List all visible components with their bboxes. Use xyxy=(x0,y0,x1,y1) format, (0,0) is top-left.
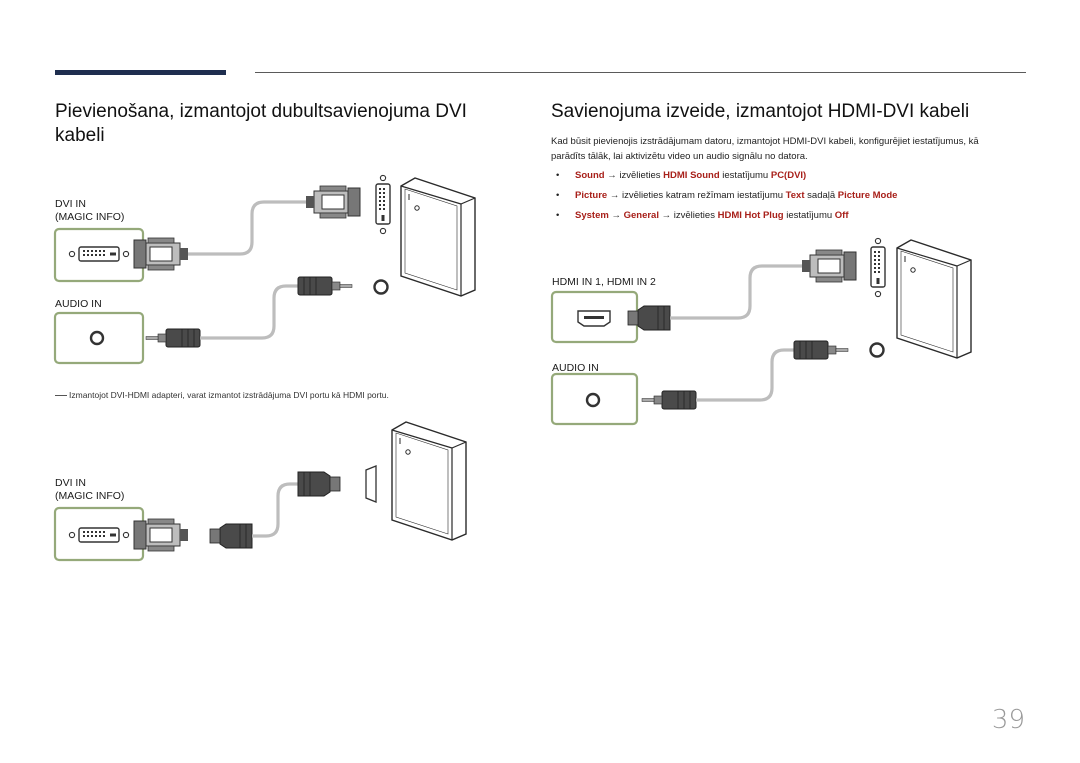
fig1-pc-dvi-port-icon xyxy=(375,174,391,235)
fig1-pc-tower-icon xyxy=(400,177,476,297)
fig1-dvi-plug-pc-icon xyxy=(305,185,361,219)
left-heading: Pievienošana, izmantojot dubultsavienoju… xyxy=(55,101,467,146)
fig3-audio-plug-icon xyxy=(641,390,697,410)
fig2-hdmi-cable xyxy=(252,482,298,538)
list-item: •Picture → izvēlieties katram režīmam ie… xyxy=(556,190,898,201)
fig1-audio-plug-pc-icon xyxy=(297,276,353,296)
fig1-dvi-plug-icon xyxy=(133,237,189,271)
fig1-audio-label: AUDIO IN xyxy=(55,298,102,310)
settings-list: •Sound → izvēlieties HDMI Sound iestatīj… xyxy=(556,168,897,228)
header-accent-bar xyxy=(55,70,226,75)
fig3-audio-plug-pc-icon xyxy=(793,340,849,360)
fig3-hdmi-dvi-cable xyxy=(670,264,810,320)
fig1-audio-plug-icon xyxy=(145,328,201,348)
fig3-hdmi-label: HDMI IN 1, HDMI IN 2 xyxy=(552,276,656,288)
fig3-pc-audio-jack-icon xyxy=(869,342,885,358)
fig3-audio-jack-icon xyxy=(585,392,601,408)
page-number: 39 xyxy=(991,705,1025,735)
fig3-pc-tower-icon xyxy=(896,239,972,359)
fig2-dvi-label: DVI IN (MAGIC INFO) xyxy=(55,477,125,502)
note-dash xyxy=(55,395,67,397)
fig2-hdmi-plug-pc-icon xyxy=(297,471,341,497)
fig3-dvi-plug-pc-icon xyxy=(801,249,857,283)
header-rule xyxy=(255,72,1026,73)
fig2-pc-hdmi-port-icon xyxy=(365,465,377,503)
fig3-audio-panel xyxy=(550,372,639,426)
fig3-audio-label: AUDIO IN xyxy=(552,362,599,374)
fig1-dvi-label: DVI IN (MAGIC INFO) xyxy=(55,198,125,223)
fig2-pc-tower-icon xyxy=(391,421,467,541)
fig2-dvi-adapter-icon xyxy=(133,518,189,552)
list-item: •Sound → izvēlieties HDMI Sound iestatīj… xyxy=(556,170,807,181)
right-intro: Kad būsit pievienojis izstrādājumam dato… xyxy=(551,136,979,162)
fig3-pc-dvi-port-icon xyxy=(870,237,886,298)
fig1-audio-cable xyxy=(200,284,298,340)
left-note: Izmantojot DVI-HDMI adapteri, varat izma… xyxy=(55,390,389,400)
fig1-pc-audio-jack-icon xyxy=(373,279,389,295)
fig1-audio-jack-icon xyxy=(89,330,105,346)
fig1-dvi-cable xyxy=(188,200,316,256)
fig3-audio-cable xyxy=(696,348,794,402)
list-item: •System → General → izvēlieties HDMI Hot… xyxy=(556,210,849,221)
fig2-hdmi-plug-icon xyxy=(209,523,253,549)
right-heading: Savienojuma izveide, izmantojot HDMI-DVI… xyxy=(551,101,970,122)
fig1-audio-panel xyxy=(53,311,145,365)
